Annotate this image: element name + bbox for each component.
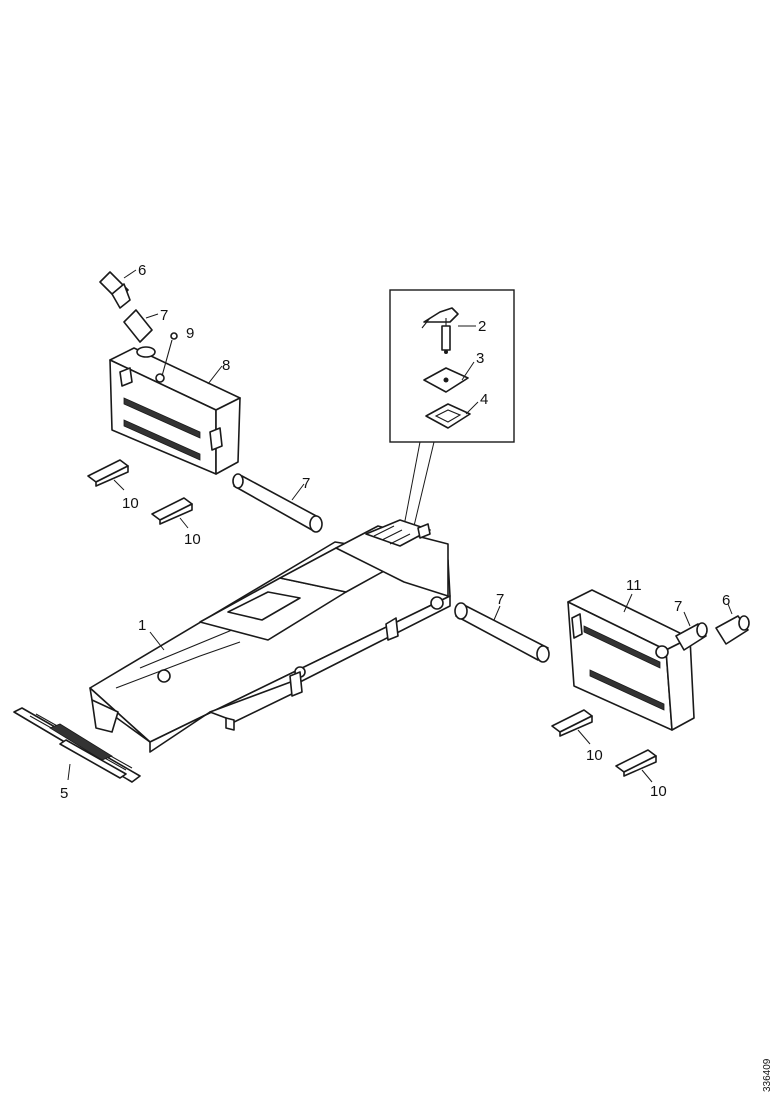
part-5-grille <box>13 707 141 783</box>
part-7-left-coupling <box>123 309 156 358</box>
leader-10-c <box>577 729 591 745</box>
drawing-number: 336409 <box>762 1058 773 1092</box>
callout-4: 4 <box>480 391 488 408</box>
callout-7-upper: 7 <box>160 307 168 324</box>
callout-6-right: 6 <box>722 592 730 609</box>
callout-10-a: 10 <box>122 495 139 512</box>
detail-leader-right <box>413 441 435 527</box>
callout-5: 5 <box>60 785 68 802</box>
leader-5 <box>67 763 71 781</box>
callout-6-left: 6 <box>138 262 146 279</box>
leader-7-right <box>683 611 691 627</box>
leader-10-a <box>113 479 125 491</box>
callout-7-right: 7 <box>674 598 682 615</box>
part-10-right-foot-a <box>551 709 593 737</box>
leader-8 <box>207 365 223 385</box>
part-11-right-tank <box>567 589 695 731</box>
part-9-screw <box>161 332 178 377</box>
callout-8: 8 <box>222 357 230 374</box>
part-6-right-cap <box>715 615 750 645</box>
callout-10-b: 10 <box>184 531 201 548</box>
part-6-left-cap <box>99 271 131 309</box>
part-3-plate <box>423 367 469 393</box>
part-7-left-hose <box>232 473 323 533</box>
part-10-left-foot-b <box>151 497 193 525</box>
leader-1 <box>149 631 165 651</box>
leader-6-left <box>123 269 137 279</box>
callout-9: 9 <box>186 325 194 342</box>
leader-7-upper <box>145 313 159 319</box>
callout-10-c: 10 <box>586 747 603 764</box>
part-1-main-tank <box>89 519 451 753</box>
callout-7-right-hose: 7 <box>496 591 504 608</box>
part-8-left-tank <box>109 347 241 475</box>
callout-10-d: 10 <box>650 783 667 800</box>
detail-inset: 2 3 4 <box>389 289 515 443</box>
leader-7-left-hose <box>291 483 305 501</box>
callout-11: 11 <box>626 577 642 594</box>
part-4-gasket <box>425 403 471 429</box>
callout-1: 1 <box>138 617 146 634</box>
part-7-right-coupling <box>675 622 708 651</box>
part-10-right-foot-b <box>615 749 657 777</box>
leader-11 <box>623 593 633 613</box>
callout-7-left-hose: 7 <box>302 475 310 492</box>
leader-7-right-hose <box>493 605 501 621</box>
callout-2: 2 <box>478 318 486 335</box>
leader-6-right <box>727 603 733 615</box>
leader-10-d <box>641 769 653 783</box>
leader-10-b <box>179 517 189 529</box>
callout-3: 3 <box>476 350 484 367</box>
part-7-right-hose <box>454 602 550 663</box>
part-10-left-foot-a <box>87 459 129 487</box>
part-2-pin <box>421 307 459 354</box>
detail-leader-left <box>403 441 421 527</box>
